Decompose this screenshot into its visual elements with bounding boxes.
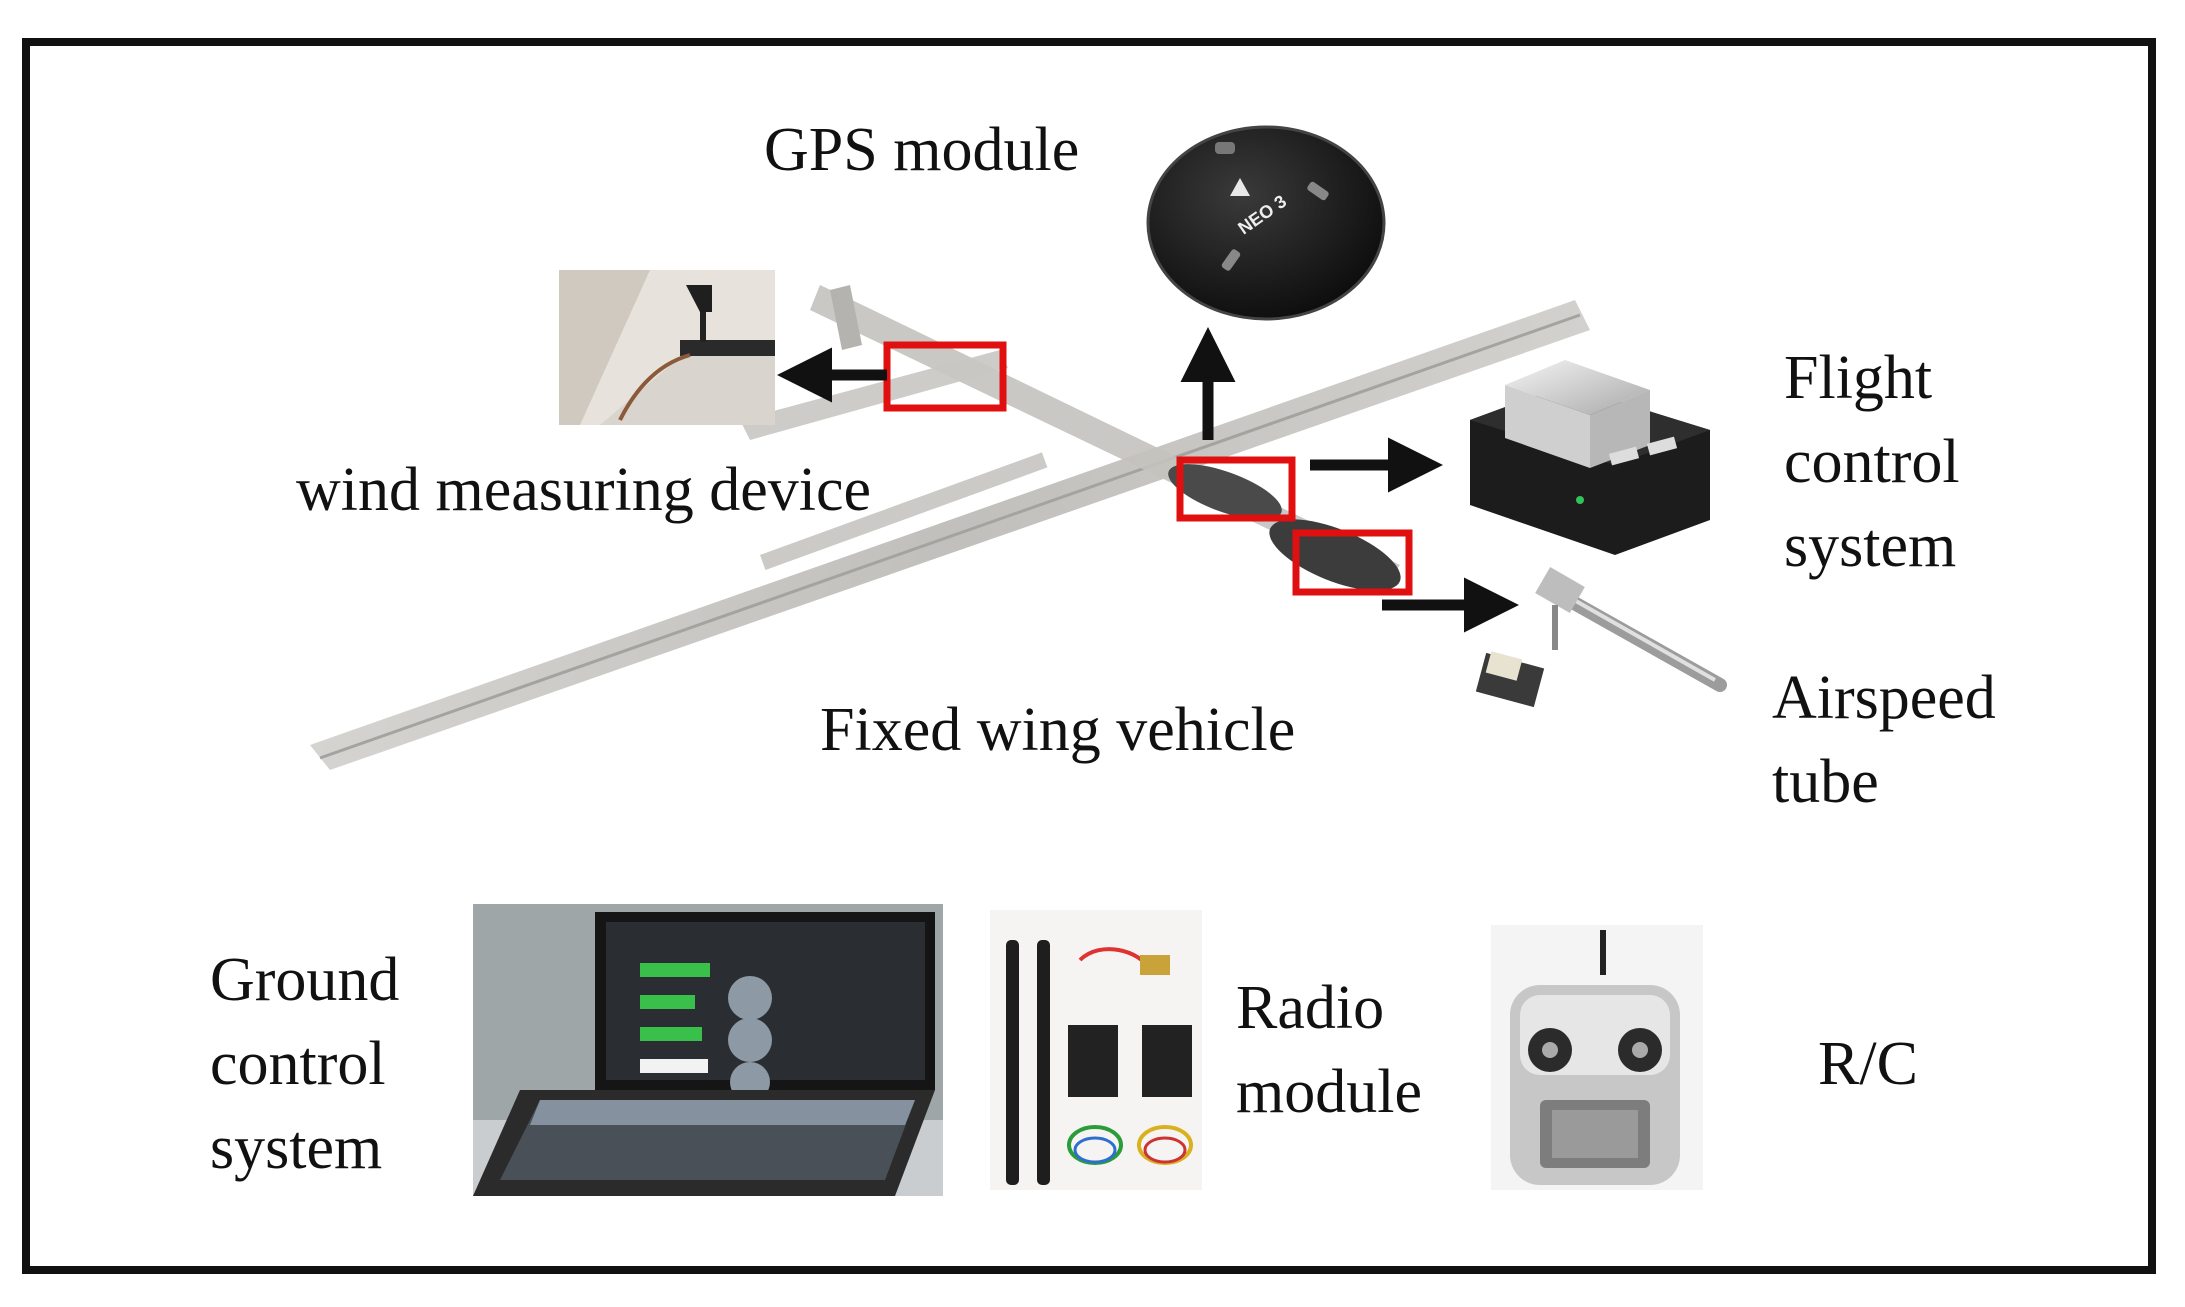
highlight-box-airspeed (1292, 529, 1413, 596)
gps-module-photo: NEO 3 (1146, 125, 1386, 321)
ground-control-system-label: Ground control system (210, 946, 400, 1182)
wind-device-photo (559, 270, 775, 425)
airspeed-tube-photo (1475, 567, 1727, 708)
gps-module-label: GPS module (764, 116, 1080, 184)
airspeed-tube-label: Airspeed tube (1772, 664, 1996, 816)
radio-module-photo (990, 910, 1202, 1190)
rc-label: R/C (1818, 1030, 1918, 1098)
wind-measuring-device-label: wind measuring device (296, 456, 872, 524)
highlight-box-flight-control (1176, 456, 1296, 522)
fixed-wing-vehicle-label: Fixed wing vehicle (820, 696, 1296, 764)
rc-transmitter-photo (1491, 925, 1703, 1190)
flight-control-system-label: Flight control system (1784, 344, 1960, 580)
fixed-wing-aircraft-image (310, 285, 1590, 770)
radio-module-label: Radio module (1236, 974, 1422, 1126)
flight-controller-photo (1470, 360, 1710, 555)
ground-control-laptop-photo (473, 904, 943, 1196)
